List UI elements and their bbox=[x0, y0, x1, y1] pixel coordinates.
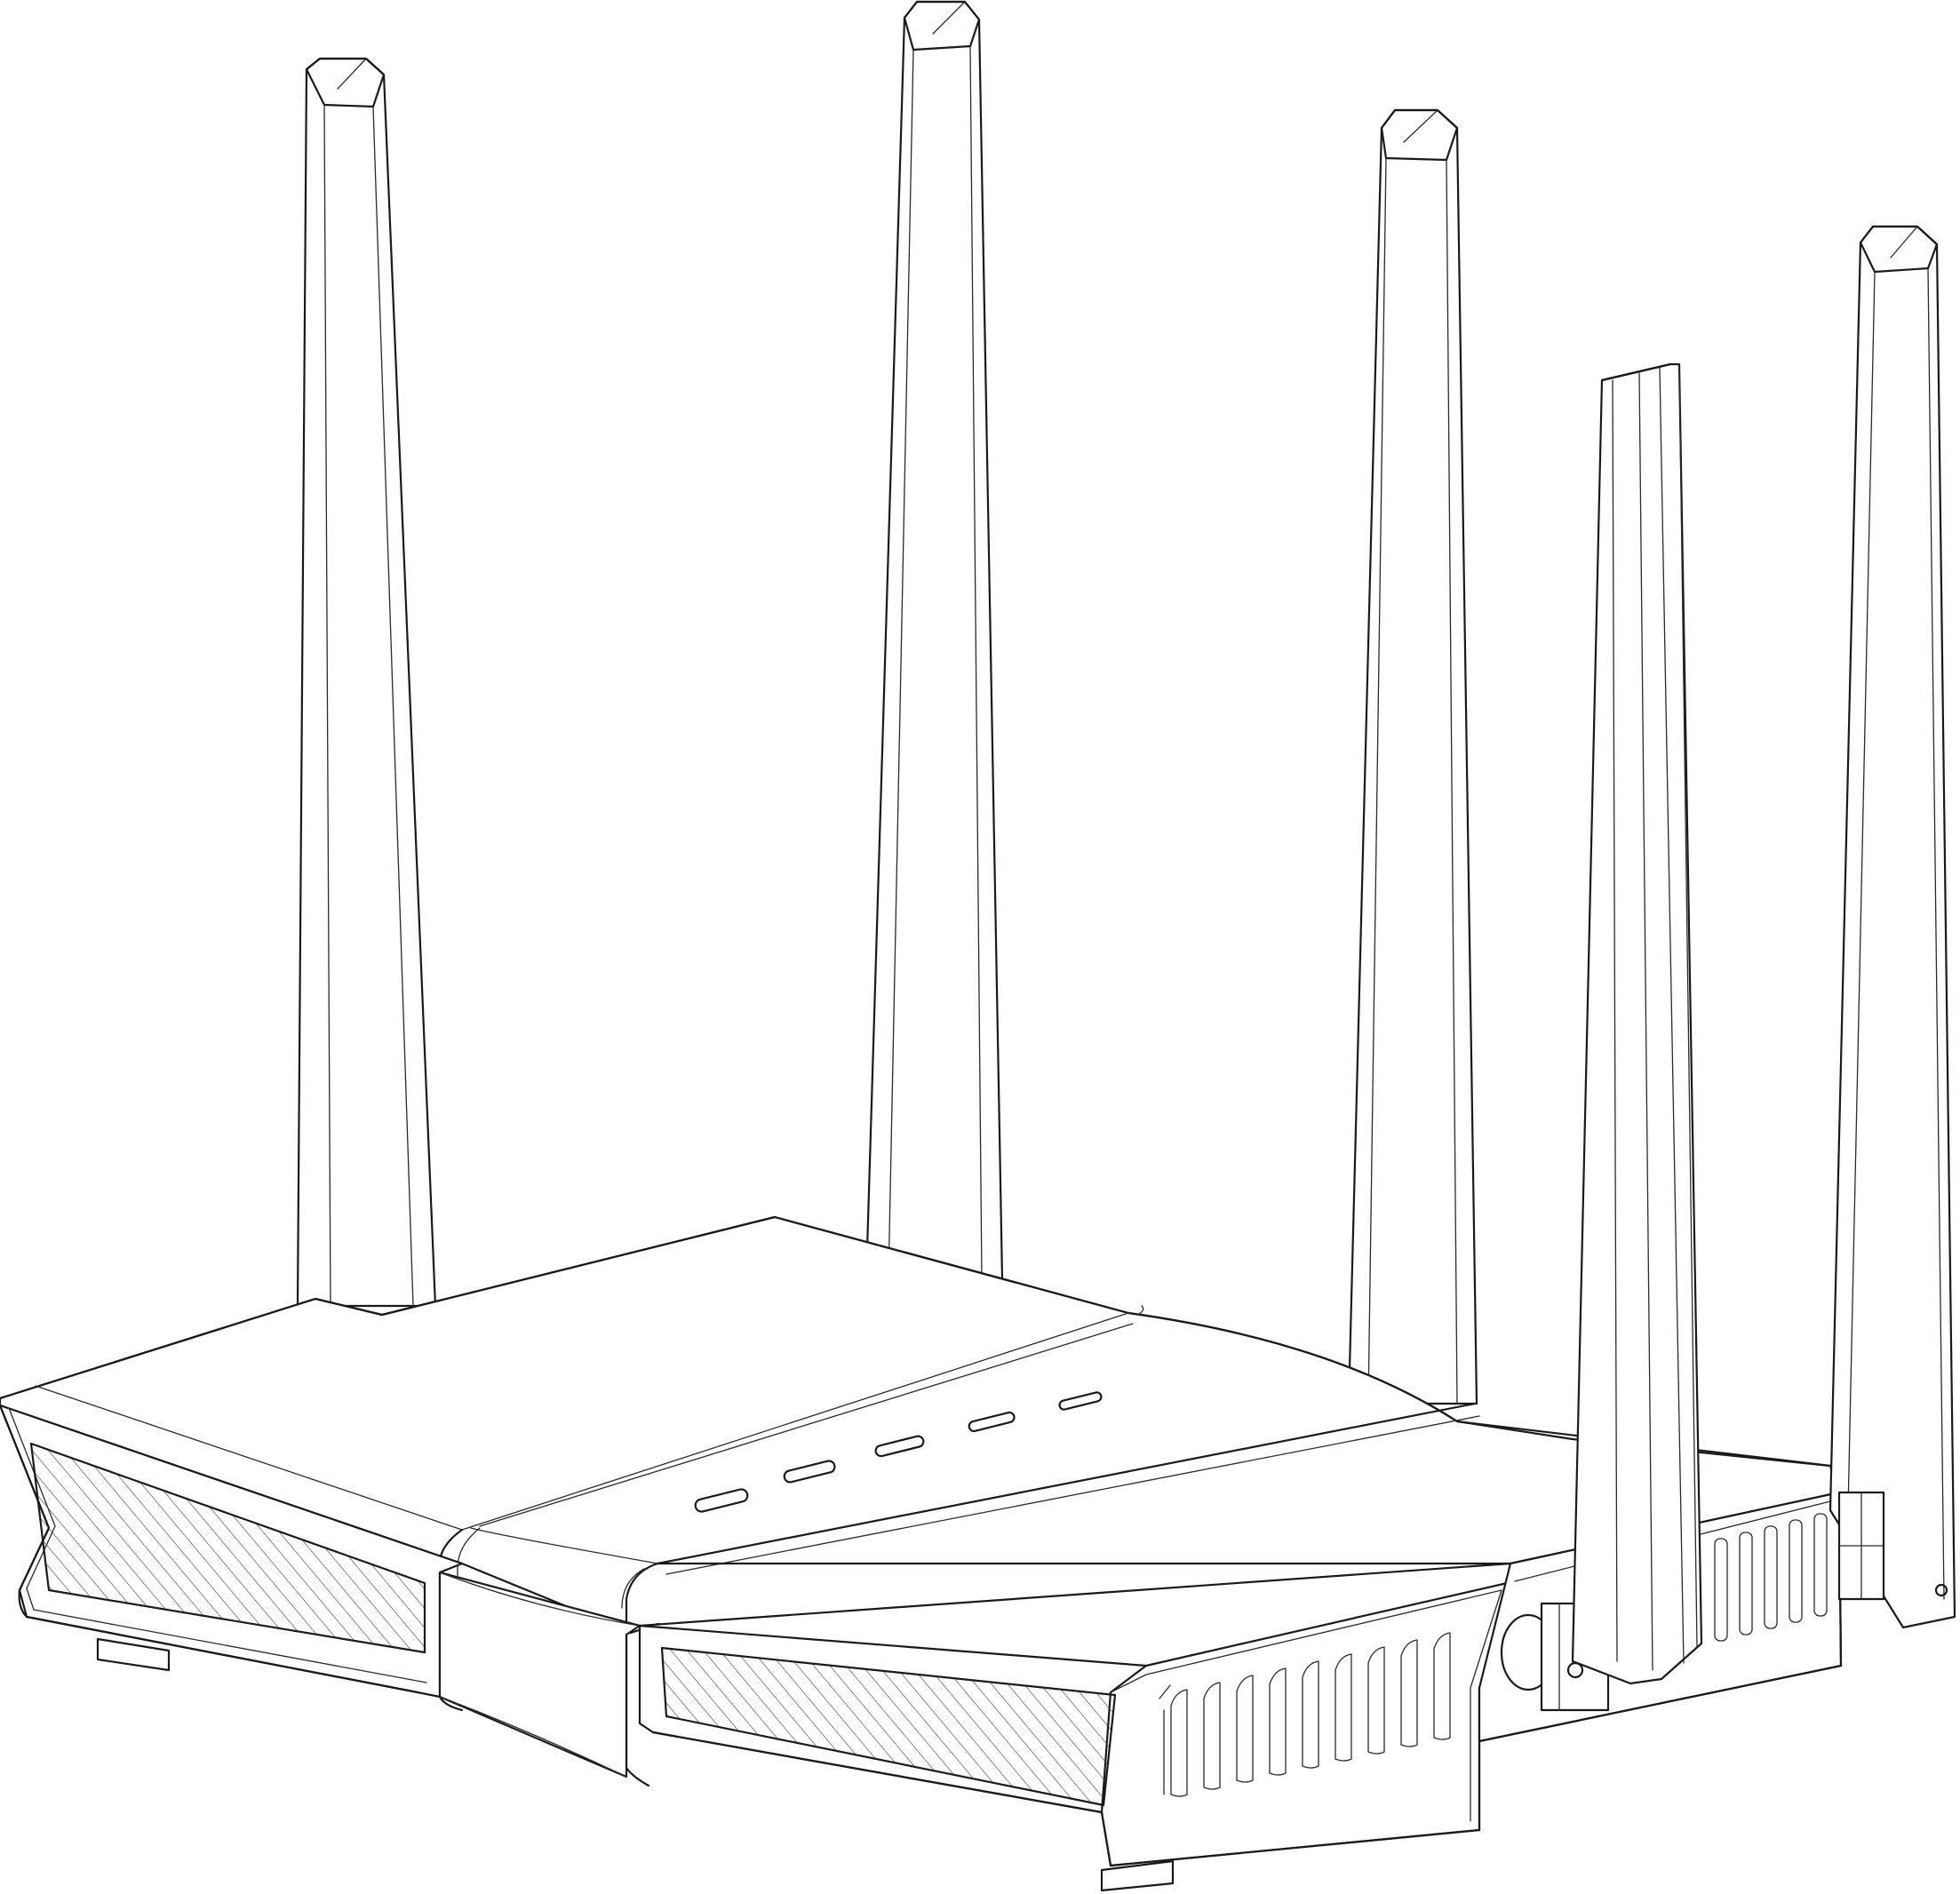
status-led-3 bbox=[874, 1435, 925, 1458]
antenna-back-right bbox=[1347, 108, 1478, 1405]
antenna-front-left bbox=[1500, 362, 1948, 1712]
status-led-2 bbox=[783, 1460, 836, 1484]
router-mid-face bbox=[438, 1571, 641, 1779]
status-led-1 bbox=[694, 1488, 749, 1513]
router-right-face bbox=[638, 1562, 1517, 1892]
antenna-front-right bbox=[1829, 225, 1956, 1629]
side-vent-slots bbox=[1714, 1513, 1828, 1642]
status-led-5 bbox=[1058, 1391, 1103, 1411]
front-vent-slots bbox=[1159, 1632, 1451, 1797]
antenna-back-left bbox=[296, 57, 437, 1308]
status-led-4 bbox=[968, 1411, 1016, 1433]
antenna-back-center bbox=[864, 0, 1004, 1281]
status-leds bbox=[694, 1391, 1103, 1513]
